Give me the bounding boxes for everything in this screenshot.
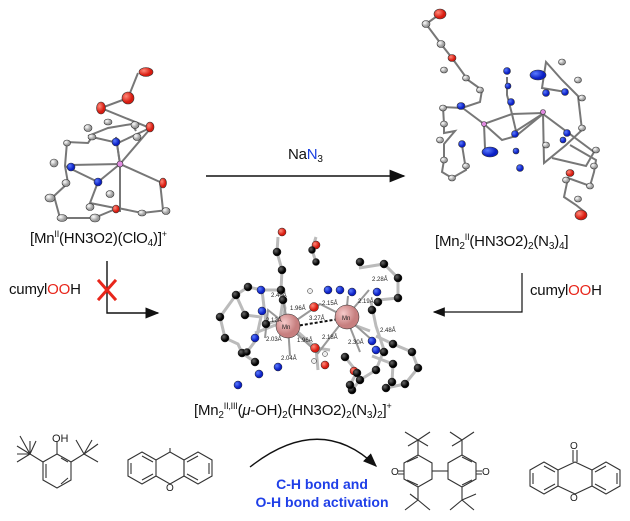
mn-dimer-azide-structure: [424, 13, 598, 214]
substrate-di-tert-butylphenol: [16, 435, 99, 489]
cumyl-hydroperoxide-right: cumylOOH: [530, 282, 602, 299]
bond-distance: 2.30Å: [348, 339, 364, 346]
bond-distance: 2.15Å: [322, 300, 338, 307]
mn-label-left: Mn: [282, 325, 290, 331]
product-diphenoquinone: [398, 431, 482, 511]
substrate-xanthene: [127, 448, 213, 485]
mn-monomer-atoms: [44, 67, 171, 223]
bond-distance: 2.48Å: [380, 327, 396, 334]
bond-distance: 1.96Å: [297, 337, 313, 344]
activation-line-1: C-H bond and: [276, 476, 368, 492]
blocked-cross-icon: [96, 278, 118, 302]
bond-distance: 3.27Å: [309, 315, 325, 322]
bond-distance-labels: 2.46Å 1.96Å 2.15Å 3.27Å 2.12Å 2.03Å 1.96…: [266, 276, 396, 362]
mn-dimer-hydroxo-label: [Mn2II,III(μ-OH)2(HN3O2)2(N3)2]+: [194, 401, 392, 421]
bond-distance: 1.96Å: [290, 305, 306, 312]
mn-atom-left: [275, 313, 301, 339]
cumyl-hydroperoxide-left: cumylOOH: [9, 281, 81, 298]
xanthone-ring-oxygen: O: [570, 493, 578, 504]
bond-distance: 2.12Å: [266, 317, 282, 324]
xanthone-carbonyl-oxygen: O: [570, 441, 578, 452]
quinone-oxygen-left: O: [391, 467, 399, 478]
bond-distance: 2.03Å: [266, 336, 282, 343]
activation-line-2: O-H bond activation: [255, 494, 389, 510]
bond-distance: 2.19Å: [358, 298, 374, 305]
mn-monomer-label: [MnII(HN3O2)(ClO4)]+: [30, 229, 167, 249]
mn-dimer-azide-atoms: [421, 8, 600, 221]
bond-distance: 2.46Å: [271, 292, 287, 299]
bond-distance: 2.18Å: [322, 334, 338, 341]
product-xanthone: [529, 450, 621, 495]
mn-monomer-structure: [52, 72, 169, 219]
activation-curved-arrow: [249, 438, 378, 468]
xanthene-oxygen-label: O: [166, 483, 174, 494]
bond-distance: 2.28Å: [372, 276, 388, 283]
sodium-azide-reagent: NaN3: [288, 146, 323, 165]
mn-atom-right: [334, 304, 360, 330]
hydroxyl-label: OH: [52, 433, 69, 445]
mn-dimer-azide-label: [Mn2II(HN3O2)2(N3)4]: [435, 232, 569, 252]
blocked-oxidation-arrow: [106, 261, 160, 319]
oxidation-arrow: [432, 273, 523, 317]
bond-distance: 2.04Å: [281, 355, 297, 362]
mn-label-right: Mn: [342, 316, 350, 322]
quinone-oxygen-right: O: [482, 467, 490, 478]
activation-caption: C-H bond and O-H bond activation: [254, 475, 390, 511]
mn-dimer-hydroxo-atoms: [215, 227, 423, 395]
